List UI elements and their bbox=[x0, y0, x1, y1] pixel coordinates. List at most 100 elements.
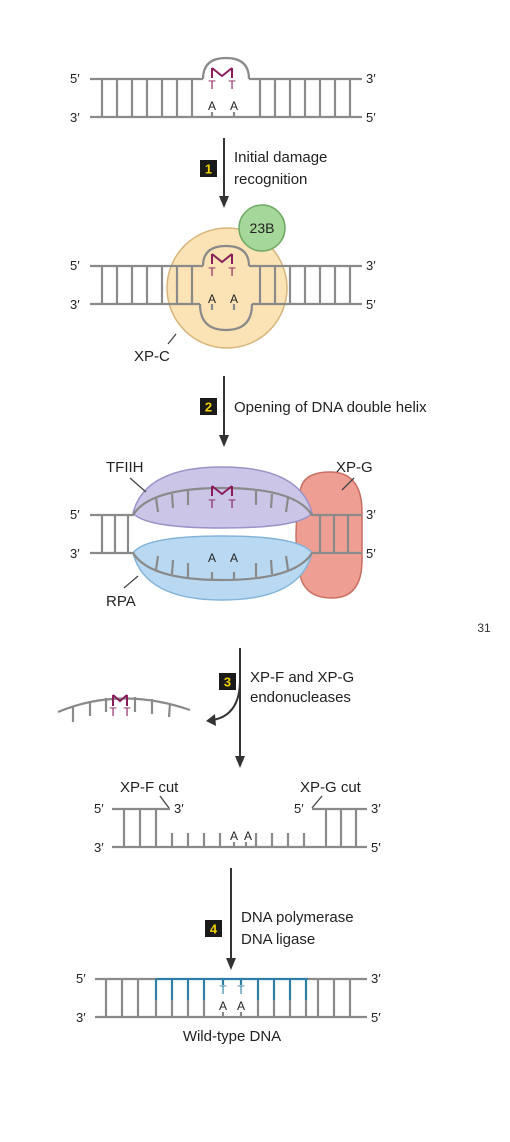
xp-g-protein bbox=[295, 471, 363, 599]
new-dna-segment bbox=[154, 977, 308, 1000]
base-a: A bbox=[219, 999, 227, 1013]
xp-g-label: XP-G bbox=[336, 459, 373, 476]
step-2-arrow bbox=[219, 376, 229, 447]
thymine-dimer bbox=[211, 67, 233, 78]
bulge bbox=[201, 244, 251, 267]
thymine-dimer bbox=[112, 694, 128, 706]
base-a: A bbox=[237, 999, 245, 1013]
xp-c-leader bbox=[167, 333, 177, 345]
xp-c-protein bbox=[166, 227, 288, 349]
base-pair-rungs bbox=[100, 515, 350, 553]
three-prime-label: 3′ bbox=[366, 71, 376, 86]
xp-c-label: XP-C bbox=[134, 348, 170, 365]
base-pair-rungs bbox=[104, 979, 352, 1017]
xp-g-cut-leader bbox=[311, 795, 323, 809]
step-4-badge bbox=[205, 920, 222, 937]
stage-gapped-dna: XP-F cut XP-G cut A A 5′ 3′ bbox=[94, 779, 381, 855]
base-t: T bbox=[208, 78, 216, 92]
step-1-label-line2: recognition bbox=[234, 171, 307, 188]
step-2-badge bbox=[200, 398, 217, 415]
step-3-number: 3 bbox=[224, 675, 231, 690]
base-a: A bbox=[208, 551, 216, 565]
top-strand bbox=[90, 486, 362, 517]
three-prime-label: 3′ bbox=[366, 507, 376, 522]
thymine-dimer bbox=[211, 253, 233, 264]
bottom-rungs bbox=[154, 1000, 308, 1017]
base-pair-rungs bbox=[100, 266, 352, 310]
base-a: A bbox=[230, 292, 238, 306]
base-t: T bbox=[228, 497, 236, 511]
base-pair-rungs bbox=[122, 809, 358, 847]
bottom-strand bbox=[90, 551, 362, 582]
base-pair-rungs bbox=[100, 79, 352, 117]
three-prime-label: 3′ bbox=[70, 546, 80, 561]
step-3-label-line1: XP-F and XP-G bbox=[250, 669, 354, 686]
step-3-badge bbox=[219, 673, 236, 690]
thymine-dimer bbox=[211, 485, 233, 496]
three-prime-label: 3′ bbox=[174, 801, 184, 816]
bottom-loop bbox=[198, 303, 254, 332]
wild-type-dna-label: Wild-type DNA bbox=[183, 1028, 281, 1045]
five-prime-label: 5′ bbox=[70, 258, 80, 273]
23b-label: 23B bbox=[250, 220, 275, 236]
step-4-number: 4 bbox=[210, 922, 218, 937]
base-t: T bbox=[208, 265, 216, 279]
unpaired-bases bbox=[170, 833, 306, 847]
tfiih-label: TFIIH bbox=[106, 459, 144, 476]
rpa-label: RPA bbox=[106, 593, 136, 610]
three-prime-label: 3′ bbox=[70, 297, 80, 312]
23b-protein bbox=[238, 204, 286, 252]
unpaired-bases-bottom bbox=[154, 555, 290, 580]
three-prime-label: 3′ bbox=[76, 1010, 86, 1025]
tfiih-leader bbox=[129, 477, 147, 493]
five-prime-label: 5′ bbox=[366, 546, 376, 561]
step-1-number: 1 bbox=[205, 162, 212, 177]
base-a: A bbox=[230, 99, 238, 113]
base-t: T bbox=[123, 705, 131, 719]
base-t: T bbox=[109, 705, 117, 719]
step-4-label-line2: DNA ligase bbox=[241, 931, 315, 948]
xp-g-leader bbox=[341, 477, 355, 491]
base-t: T bbox=[228, 78, 236, 92]
step-2-label: Opening of DNA double helix bbox=[234, 399, 427, 416]
five-prime-label: 5′ bbox=[371, 1010, 381, 1025]
five-prime-label: 5′ bbox=[366, 110, 376, 125]
step-4-arrow bbox=[226, 868, 236, 970]
base-t: T bbox=[237, 983, 245, 997]
unpaired-bases-top bbox=[154, 491, 290, 513]
rpa-leader bbox=[123, 575, 139, 589]
five-prime-label: 5′ bbox=[70, 507, 80, 522]
base-a: A bbox=[208, 99, 216, 113]
bulge bbox=[201, 56, 251, 80]
stage-recognition: 23B T T A A 5′ 3′ bbox=[70, 204, 376, 365]
three-prime-label: 3′ bbox=[94, 840, 104, 855]
three-prime-label: 3′ bbox=[371, 971, 381, 986]
step-1-label-line1: Initial damage bbox=[234, 149, 327, 166]
tfiih-protein bbox=[132, 466, 313, 529]
five-prime-label: 5′ bbox=[371, 840, 381, 855]
step-4-label-line1: DNA polymerase bbox=[241, 909, 354, 926]
xp-f-cut-leader bbox=[159, 795, 170, 809]
three-prime-label: 3′ bbox=[366, 258, 376, 273]
five-prime-label: 5′ bbox=[294, 801, 304, 816]
stage-damaged-dna bbox=[90, 56, 362, 119]
base-t: T bbox=[228, 265, 236, 279]
stage-open-helix: T T A A 5′ 3′ 3′ 5′ TFIIH XP-G RPA bbox=[70, 459, 376, 610]
base-a: A bbox=[230, 829, 238, 843]
step-1-arrow bbox=[219, 138, 229, 208]
five-prime-label: 5′ bbox=[70, 71, 80, 86]
three-prime-label: 3′ bbox=[371, 801, 381, 816]
five-prime-label: 5′ bbox=[76, 971, 86, 986]
base-a: A bbox=[208, 292, 216, 306]
base-a: A bbox=[244, 829, 252, 843]
three-prime-label: 3′ bbox=[70, 110, 80, 125]
stage-repaired-dna: T T A A 5′ 3′ 3′ 5′ Wild-type DNA bbox=[76, 971, 381, 1045]
excision-arrow bbox=[212, 679, 241, 721]
base-t: T bbox=[208, 497, 216, 511]
base-a: A bbox=[230, 551, 238, 565]
xp-g-cut-label: XP-G cut bbox=[300, 779, 362, 796]
page-number: 31 bbox=[477, 621, 491, 635]
step-2-number: 2 bbox=[205, 400, 212, 415]
